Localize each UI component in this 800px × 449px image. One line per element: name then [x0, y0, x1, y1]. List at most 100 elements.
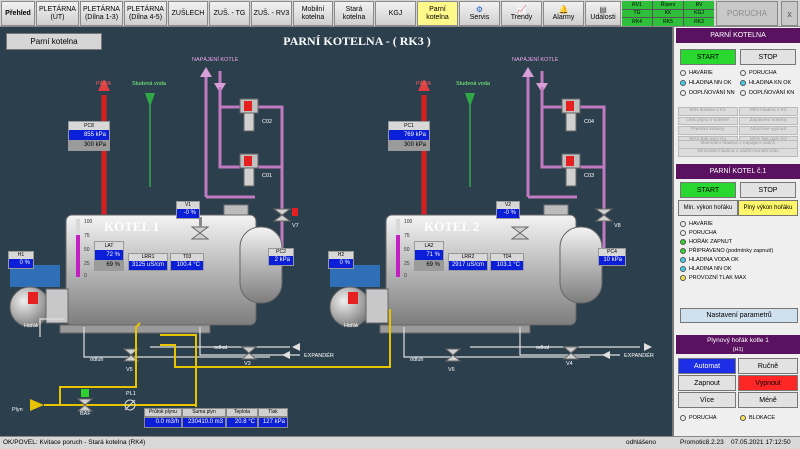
- vypnout-button[interactable]: Vypnout: [738, 375, 798, 391]
- alarm-cell: MIN hladina v K2: [738, 107, 798, 116]
- gas-value[interactable]: 230410.0 m3: [182, 417, 226, 428]
- kotel-2-title: KOTEL 2: [424, 219, 480, 234]
- level-value[interactable]: 72 %: [95, 250, 123, 260]
- kotelna-start-button[interactable]: START: [680, 49, 736, 65]
- rucne-button[interactable]: Ručně: [738, 358, 798, 374]
- status-dot: [740, 415, 746, 421]
- nav-alarmy[interactable]: 🔔 Alarmy: [543, 1, 584, 26]
- nav-kgj[interactable]: KGJ: [375, 1, 416, 26]
- min-vykon-button[interactable]: Min. výkon hořáku: [678, 200, 738, 216]
- pressure-small-tag: PC2: [269, 249, 293, 256]
- pressure-setpoint[interactable]: 300 kPa: [69, 140, 109, 150]
- alarm-cell: Únik plynu v kotelně: [678, 116, 738, 125]
- gas-value[interactable]: 20.8 °C: [226, 417, 258, 428]
- status-dot: [680, 266, 686, 272]
- conductivity-value[interactable]: 3125 uS/cm: [129, 261, 167, 270]
- porucha-button[interactable]: PORUCHA: [716, 1, 778, 26]
- valve-tag-v7: V7: [292, 223, 299, 229]
- status-dot: [740, 80, 746, 86]
- valve-tag: V1: [177, 202, 199, 209]
- ind-hladina-nn: HLADINA NN OK: [680, 80, 731, 86]
- status-cell: RK3: [684, 18, 714, 26]
- nav-mobilni-kotelna[interactable]: Mobilní kotelna: [293, 1, 333, 26]
- nav-zus-rv3[interactable]: ZUŠ. - RV3: [251, 1, 292, 26]
- temperature-value[interactable]: 103.1 °C: [491, 261, 523, 270]
- kotelna-stop-button[interactable]: STOP: [740, 49, 796, 65]
- level-setpoint[interactable]: 69 %: [95, 260, 123, 270]
- ind-havarie: HAVÁRIE: [680, 70, 713, 76]
- nav-prehled[interactable]: Přehled: [1, 1, 35, 26]
- ind-doplnovani-nn: DOPLŇOVÁNÍ NN: [680, 90, 735, 96]
- nav-stara-kotelna[interactable]: Stará kotelna: [334, 1, 374, 26]
- label-odkal-1: odkal: [214, 345, 228, 351]
- pressure-small-value[interactable]: 10 kPa: [599, 256, 625, 265]
- kotel-start-button[interactable]: START: [680, 182, 736, 198]
- scale-75: 75: [404, 233, 410, 239]
- status-dot: [680, 230, 686, 236]
- label-expander-2: EXPANDÉR: [624, 353, 654, 359]
- scale-75: 75: [84, 233, 90, 239]
- status-dot: [680, 415, 686, 421]
- nav-trendy[interactable]: 📈 Trendy: [501, 1, 542, 26]
- valve-value[interactable]: -0 %: [177, 209, 199, 218]
- burner-output-value[interactable]: 0 %: [329, 259, 353, 268]
- alarm-cell: Přehřátí kotelny: [678, 126, 738, 135]
- status-cell: KGJ: [684, 9, 714, 18]
- valve-value[interactable]: -0 %: [497, 209, 519, 218]
- level-value[interactable]: 71 %: [415, 250, 443, 260]
- level-setpoint[interactable]: 69 %: [415, 260, 443, 270]
- label-napajeni-kotle-1: NAPÁJENÍ KOTLE: [192, 57, 239, 63]
- nav-parni-kotelna[interactable]: Parní kotelna: [417, 1, 458, 26]
- nav-pletarna-dilna-1-3[interactable]: PLETÁRNA (Dílna 1-3): [80, 1, 123, 26]
- nav-pletarna-ut[interactable]: PLETÁRNA (ÚT): [36, 1, 79, 26]
- page-parni-kotelna-button[interactable]: Parní kotelna: [6, 33, 102, 50]
- valve-tag-v6: V6: [448, 367, 455, 373]
- gas-value[interactable]: 127 kPa: [258, 417, 288, 428]
- label-plyn: Plyn: [12, 407, 23, 413]
- pump-tag-c04: C04: [584, 119, 595, 125]
- label-odluh-1: odluh: [90, 357, 104, 363]
- status-dot: [680, 221, 686, 227]
- k-ind-havarie: HAVÁRIE: [680, 221, 713, 227]
- status-dot: [740, 90, 746, 96]
- temperature-value[interactable]: 100.4 °C: [171, 261, 203, 270]
- nav-servis[interactable]: ⚙ Servis: [459, 1, 500, 26]
- scale-0: 0: [84, 273, 87, 279]
- burner-output-value[interactable]: 0 %: [9, 259, 33, 268]
- pressure-value[interactable]: 855 kPa: [69, 130, 109, 140]
- login-status[interactable]: odhlášeno: [626, 439, 656, 446]
- pressure-value[interactable]: 769 kPa: [389, 130, 429, 140]
- vice-button[interactable]: Více: [678, 392, 736, 408]
- status-dot: [680, 248, 686, 254]
- mene-button[interactable]: Méně: [738, 392, 798, 408]
- nav-zuslech[interactable]: ZUŠLECH: [168, 1, 208, 26]
- gas-value[interactable]: 0.0 m3/h: [144, 417, 182, 428]
- conductivity-tag: LRR2: [449, 254, 487, 261]
- pressure-small-tag: PC4: [599, 249, 625, 256]
- plny-vykon-button[interactable]: Plný výkon hořáku: [738, 200, 798, 216]
- close-button[interactable]: x: [781, 1, 798, 26]
- valve-tag-v5: V5: [126, 367, 133, 373]
- nav-udalosti[interactable]: ▤ Události: [585, 1, 621, 26]
- label-studena-voda-2: Studená voda: [456, 81, 490, 87]
- k-ind-pripraveno: PŘIPRAVENO (podmínky zapnutí): [680, 248, 773, 254]
- zapnout-button[interactable]: Zapnout: [678, 375, 736, 391]
- level-box-k1: LAT 72 % 69 %: [94, 241, 124, 271]
- nastaveni-parametru-button[interactable]: Nastavení parametrů: [680, 308, 798, 323]
- conductivity-value[interactable]: 2917 uS/cm: [449, 261, 487, 270]
- scale-50: 50: [404, 247, 410, 253]
- kotel-stop-button[interactable]: STOP: [740, 182, 796, 198]
- status-cell: RV1: [622, 1, 652, 9]
- burner-output-box-k2: H2 0 %: [328, 251, 354, 269]
- pressure-small-value[interactable]: 2 kPa: [269, 256, 293, 265]
- nav-zus-tg[interactable]: ZUŠ. - TG: [209, 1, 250, 26]
- nav-pletarna-dilna-4-5[interactable]: PLETÁRNA (Dílna 4-5): [124, 1, 167, 26]
- k-ind-porucha: PORUCHA: [680, 230, 717, 236]
- automat-button[interactable]: Automat: [678, 358, 736, 374]
- scale-25: 25: [404, 261, 410, 267]
- pressure-setpoint[interactable]: 300 kPa: [389, 140, 429, 150]
- pump-tag-c02: C02: [262, 119, 273, 125]
- burner-output-tag: H2: [329, 252, 353, 259]
- ind-porucha: PORUCHA: [740, 70, 777, 76]
